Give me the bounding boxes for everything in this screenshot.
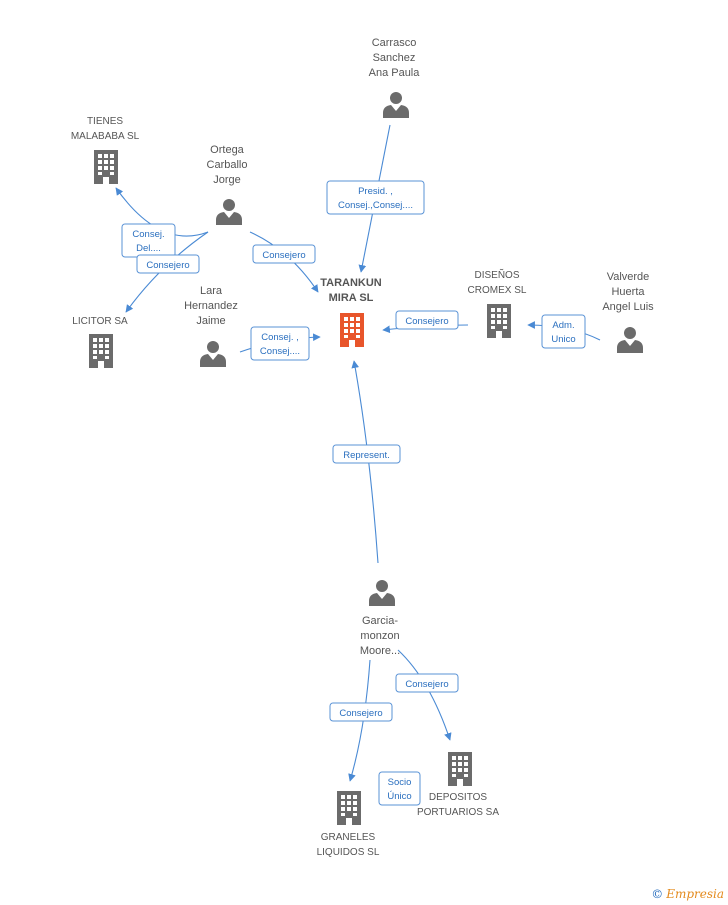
- svg-text:Consej.,Consej....: Consej.,Consej....: [338, 200, 413, 211]
- building-icon: [89, 334, 113, 368]
- svg-text:Consej. ,: Consej. ,: [261, 332, 299, 343]
- node-valverde[interactable]: Valverde Huerta Angel Luis: [602, 271, 654, 353]
- svg-text:MIRA SL: MIRA SL: [329, 292, 374, 304]
- edge-garcia-graneles[interactable]: [348, 659, 371, 782]
- building-icon: [487, 304, 511, 338]
- svg-text:Huerta: Huerta: [611, 286, 645, 298]
- edge-label-ortega-tienes[interactable]: Consej. Del....: [121, 223, 176, 258]
- node-garcia[interactable]: Garcia- monzon Moore...: [360, 580, 400, 657]
- svg-text:Represent.: Represent.: [343, 450, 389, 461]
- svg-text:TIENES: TIENES: [87, 116, 123, 127]
- edge-garcia-depositos[interactable]: [397, 649, 452, 741]
- svg-text:Consejero: Consejero: [146, 260, 189, 271]
- edge-label-garcia-graneles[interactable]: Consejero: [329, 702, 393, 722]
- edge-label-ortega-focus[interactable]: Consejero: [252, 244, 316, 264]
- svg-text:monzon: monzon: [360, 630, 399, 642]
- node-disenos[interactable]: DISEÑOS CROMEX SL: [468, 268, 527, 338]
- edge-label-ortega-licitor[interactable]: Consejero: [136, 254, 200, 274]
- node-lara[interactable]: Lara Hernandez Jaime: [184, 285, 238, 367]
- svg-text:Carrasco: Carrasco: [372, 37, 417, 49]
- svg-text:Sanchez: Sanchez: [373, 52, 416, 64]
- svg-text:LIQUIDOS SL: LIQUIDOS SL: [317, 847, 380, 858]
- edge-label-garcia-focus[interactable]: Represent.: [332, 444, 401, 464]
- edge-label-disenos-focus[interactable]: Consejero: [395, 310, 459, 330]
- svg-text:Jaime: Jaime: [196, 315, 225, 327]
- svg-text:Consej.: Consej.: [132, 229, 164, 240]
- svg-text:PORTUARIOS SA: PORTUARIOS SA: [417, 807, 499, 818]
- person-icon: [369, 580, 395, 606]
- svg-text:Garcia-: Garcia-: [362, 615, 398, 627]
- person-icon: [617, 327, 643, 353]
- person-icon: [383, 92, 409, 118]
- node-tienes[interactable]: TIENES MALABABA SL: [71, 116, 140, 184]
- svg-text:Del....: Del....: [136, 243, 161, 254]
- svg-text:Ana Paula: Ana Paula: [369, 67, 421, 79]
- svg-text:Carballo: Carballo: [207, 159, 248, 171]
- node-focus-company[interactable]: TARANKUN MIRA SL: [320, 277, 382, 347]
- svg-text:Consejero: Consejero: [339, 708, 382, 719]
- edge-label-lara-focus[interactable]: Consej. , Consej....: [250, 326, 310, 361]
- brand-logo: Empresia: [666, 887, 724, 901]
- copyright-symbol: ©: [651, 887, 664, 901]
- svg-text:Jorge: Jorge: [213, 174, 241, 186]
- edge-label-carrasco-focus[interactable]: Presid. , Consej.,Consej....: [326, 180, 425, 215]
- svg-text:TARANKUN: TARANKUN: [320, 277, 382, 289]
- person-icon: [216, 199, 242, 225]
- svg-text:GRANELES: GRANELES: [321, 832, 376, 843]
- svg-text:Consej....: Consej....: [260, 346, 300, 357]
- svg-text:Presid. ,: Presid. ,: [358, 186, 393, 197]
- building-icon: [340, 313, 364, 347]
- node-ortega[interactable]: Ortega Carballo Jorge: [207, 144, 248, 225]
- brand-footer[interactable]: ©Empresia: [651, 887, 724, 901]
- svg-text:Unico: Unico: [551, 334, 575, 345]
- building-icon: [448, 752, 472, 786]
- node-graneles[interactable]: GRANELES LIQUIDOS SL: [317, 791, 380, 858]
- svg-text:MALABABA SL: MALABABA SL: [71, 131, 140, 142]
- edge-label-valverde-disenos[interactable]: Adm. Unico: [541, 314, 586, 349]
- edge-label-depositos-graneles[interactable]: Socio Único: [378, 771, 421, 806]
- svg-text:Moore...: Moore...: [360, 645, 400, 657]
- svg-text:DISEÑOS: DISEÑOS: [474, 268, 519, 281]
- edge-label-garcia-depositos[interactable]: Consejero: [395, 673, 459, 693]
- svg-text:Angel Luis: Angel Luis: [602, 301, 654, 313]
- node-carrasco[interactable]: Carrasco Sanchez Ana Paula: [369, 37, 421, 118]
- svg-text:Lara: Lara: [200, 285, 223, 297]
- svg-text:LICITOR SA: LICITOR SA: [72, 316, 128, 327]
- person-icon: [200, 341, 226, 367]
- node-depositos[interactable]: DEPOSITOS PORTUARIOS SA: [417, 752, 499, 818]
- svg-text:Hernandez: Hernandez: [184, 300, 238, 312]
- building-icon: [94, 150, 118, 184]
- node-licitor[interactable]: LICITOR SA: [72, 316, 128, 368]
- svg-text:Ortega: Ortega: [210, 144, 245, 156]
- svg-text:Consejero: Consejero: [405, 679, 448, 690]
- svg-text:Valverde: Valverde: [607, 271, 650, 283]
- svg-text:Consejero: Consejero: [262, 250, 305, 261]
- svg-text:Consejero: Consejero: [405, 316, 448, 327]
- svg-text:Único: Único: [387, 791, 411, 802]
- svg-text:Socio: Socio: [388, 777, 412, 788]
- svg-text:CROMEX SL: CROMEX SL: [468, 285, 527, 296]
- svg-text:DEPOSITOS: DEPOSITOS: [429, 792, 487, 803]
- building-icon: [337, 791, 361, 825]
- svg-text:Adm.: Adm.: [552, 320, 574, 331]
